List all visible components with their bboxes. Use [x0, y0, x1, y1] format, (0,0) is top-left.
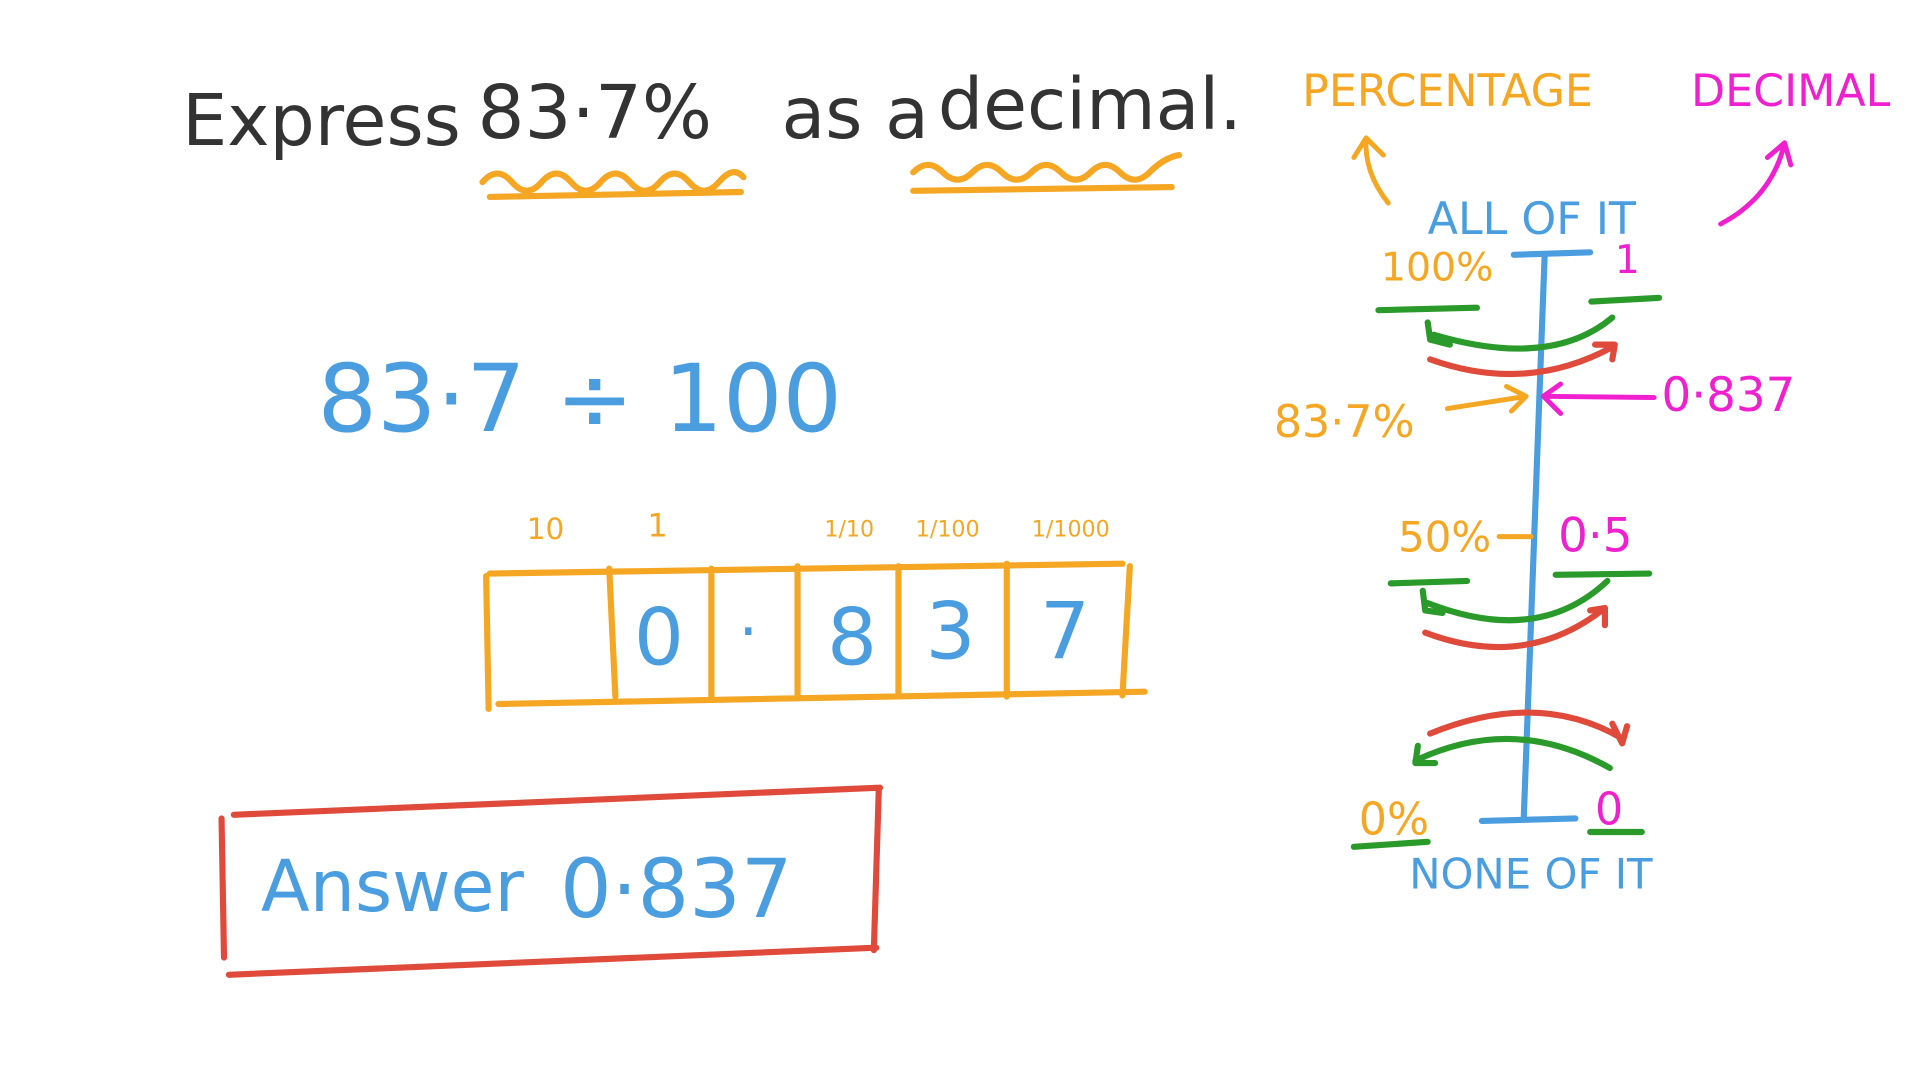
digit-tenths: 8 [827, 592, 877, 684]
answer-box: Answer 0·837 [218, 784, 884, 978]
header-hundredths: 1/100 [916, 517, 980, 543]
green-arrow-bottom [1412, 735, 1613, 772]
question: Express 83·7% as a decimal. [182, 63, 1242, 200]
top-percent: 100% [1381, 245, 1494, 291]
place-value-chart: 10 1 1/10 1/100 1/1000 0 · 8 3 7 [483, 507, 1148, 712]
none-of-it-label: NONE OF IT [1409, 850, 1653, 899]
all-of-it-label: ALL OF IT [1428, 194, 1637, 245]
red-arrow-half [1422, 604, 1608, 651]
mid-decimal: 0·837 [1662, 369, 1796, 423]
underline-value [479, 169, 747, 200]
underline-decimal [910, 152, 1183, 194]
top-decimal: 1 [1615, 237, 1640, 283]
red-arrow-top [1427, 341, 1618, 378]
header-tenths: 1/10 [824, 517, 874, 543]
green-arrow-half [1419, 577, 1611, 624]
digit-hundredths: 3 [926, 585, 976, 677]
mid-percent: 83·7% [1274, 397, 1415, 448]
percentage-title: PERCENTAGE [1302, 66, 1593, 117]
place-value-grid [483, 560, 1148, 712]
question-middle: as a [782, 72, 929, 155]
arrow-up-right-icon [1718, 140, 1794, 227]
zero-decimal: 0 [1595, 785, 1623, 836]
question-prefix: Express [182, 79, 461, 162]
red-arrow-bottom [1427, 709, 1631, 747]
division-expression: 83·7 ÷ 100 [318, 345, 843, 454]
green-underlines-top [1375, 294, 1663, 314]
zero-percent: 0% [1359, 794, 1429, 845]
answer-value: 0·837 [560, 843, 793, 937]
green-underlines-half [1387, 570, 1653, 587]
green-arrow-top [1424, 314, 1616, 352]
orange-arrow-mid [1444, 384, 1529, 414]
decimal-point: · [738, 595, 758, 667]
question-target: decimal. [938, 63, 1242, 146]
header-thousandths: 1/1000 [1032, 517, 1110, 543]
digit-ones: 0 [634, 592, 684, 684]
question-value: 83·7% [478, 70, 713, 156]
digit-thousandths: 7 [1040, 585, 1090, 677]
arrow-up-left-icon [1351, 135, 1391, 206]
green-underlines-bottom [1350, 828, 1645, 850]
number-line: PERCENTAGE DECIMAL ALL OF IT NONE OF IT … [1274, 66, 1891, 899]
header-tens: 10 [527, 512, 565, 546]
magenta-arrow-mid [1540, 381, 1657, 416]
half-percent: 50% [1398, 512, 1491, 561]
answer-label: Answer [261, 845, 525, 928]
decimal-title: DECIMAL [1691, 66, 1891, 117]
header-ones: 1 [647, 507, 667, 545]
half-decimal: 0·5 [1558, 509, 1632, 563]
